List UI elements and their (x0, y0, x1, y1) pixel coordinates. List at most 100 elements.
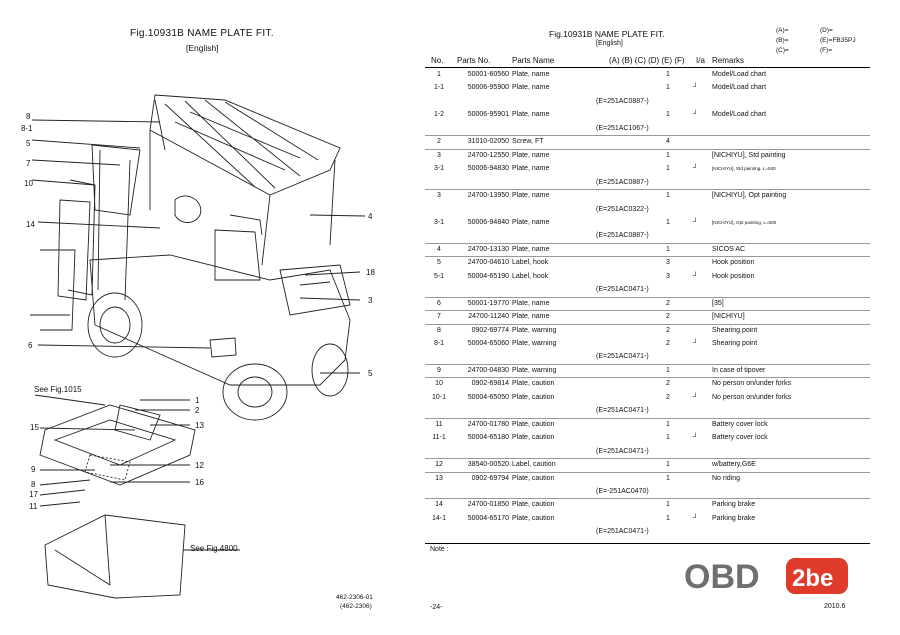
callout-number: 17 (29, 490, 38, 499)
part-name: Plate, name (512, 192, 550, 200)
note-label: Note : (430, 546, 449, 553)
callout-number: 7 (26, 159, 31, 168)
quantity: 1 (666, 474, 670, 482)
column-header-remarks: Remarks (712, 56, 745, 65)
item-number: 11 (435, 420, 443, 428)
remarks: [NICHIYU], Std painting (712, 151, 786, 159)
part-number: 31010-02050 (467, 138, 509, 146)
part-name: Plate, caution (512, 501, 555, 509)
serial-range: (E=-251AC0470) (596, 487, 649, 495)
serial-range-row: (E=251AC0471-) (425, 445, 870, 458)
quantity: 1 (666, 151, 670, 159)
row-divider (425, 256, 870, 258)
row-divider (425, 135, 870, 137)
serial-range: (E=251AC0887-) (596, 178, 649, 186)
row-divider (425, 498, 870, 500)
figure-code-ref: (462-2306) (340, 603, 372, 610)
row-divider (425, 296, 870, 298)
item-number: 14 (435, 501, 443, 509)
callout-number: 18 (366, 268, 375, 277)
remarks: Model/Load chart (712, 71, 767, 78)
part-name: Plate, caution (512, 380, 555, 388)
interchange-mark: ┘ (693, 165, 698, 173)
part-number: 50004-65060 (467, 340, 509, 347)
part-number: 50001-19770 (467, 299, 509, 307)
callout-number: 6 (28, 341, 33, 350)
row-divider (425, 377, 870, 379)
row-divider (425, 458, 870, 460)
quantity: 1 (666, 434, 670, 442)
callout-number: 8 (31, 480, 36, 489)
left-figure-subtitle: [English] (186, 43, 219, 53)
quantity: 1 (666, 245, 670, 253)
interchange-mark: ┘ (693, 111, 698, 119)
column-header-ia: I/a (696, 56, 705, 65)
right-figure-subtitle: [English] (596, 40, 623, 47)
column-header-models: (A) (B) (C) (D) (E) (F) (609, 56, 685, 65)
serial-range: (E=251AC1067-) (596, 124, 649, 132)
part-number: 24700-04830 (467, 366, 509, 374)
part-name: Plate, caution (512, 514, 555, 522)
interchange-mark: ┘ (693, 434, 698, 442)
quantity: 1 (666, 501, 670, 509)
remarks: [NICHIYU], Std painting, L=500 (712, 166, 776, 172)
serial-range-row: (E=251AC0471-) (425, 283, 870, 296)
item-number: 5 (437, 259, 441, 267)
serial-range-row: (E=251AC0471-) (425, 404, 870, 417)
part-name: Plate, name (512, 111, 550, 119)
part-number: 24700-13950 (467, 192, 509, 200)
remarks: w/battery,G6E (712, 461, 756, 469)
part-number: 50004-65180 (467, 434, 509, 442)
callout-number: 2 (195, 406, 200, 415)
callout-number: 8 (26, 112, 31, 121)
part-number: 38540-00520 (467, 461, 509, 469)
item-number: 9 (437, 366, 441, 374)
part-number: 50001-60560 (467, 71, 509, 78)
row-divider (425, 323, 870, 325)
interchange-mark: ┘ (693, 393, 698, 401)
callout-number: 3 (368, 296, 373, 305)
remarks: Hook position (712, 259, 755, 267)
quantity: 2 (666, 299, 670, 307)
part-name: Plate, caution (512, 434, 555, 442)
right-figure-title: Fig.10931B NAME PLATE FIT. (549, 29, 665, 39)
interchange-mark: ┘ (693, 218, 698, 226)
remarks: Parking brake (712, 501, 756, 509)
part-name: Plate, caution (512, 420, 555, 428)
part-name: Screw, FT (512, 138, 544, 146)
remarks: [NICHIYU] (712, 313, 745, 321)
part-name: Plate, name (512, 245, 550, 253)
serial-range-row: (E=251AC0887-) (425, 176, 870, 189)
remarks: SICOS AC (712, 245, 746, 253)
watermark-text-b: 2be (792, 565, 833, 592)
item-number: 14-1 (431, 514, 446, 522)
page-number: -24- (430, 604, 443, 611)
item-number: 10-1 (431, 393, 446, 401)
part-name: Label, hook (512, 259, 549, 267)
part-number: 50006-95900 (467, 84, 509, 92)
part-name: Plate, name (512, 313, 550, 321)
part-number: 50006-95901 (467, 111, 509, 119)
see-fig-4800-label: See Fig.4800 (190, 544, 238, 553)
item-number: 8-1 (433, 340, 445, 347)
part-name: Plate, name (512, 71, 550, 78)
callout-number: 5 (26, 139, 31, 148)
quantity: 1 (666, 218, 670, 226)
part-name: Plate, caution (512, 393, 555, 401)
watermark-badge (786, 558, 848, 594)
callout-number: 4 (368, 212, 373, 221)
remarks: Shearing point (712, 326, 758, 334)
callout-number: 16 (195, 478, 204, 487)
callout-number: 10 (24, 179, 33, 188)
part-name: Plate, caution (512, 474, 555, 482)
remarks: In case of tipover (712, 366, 766, 374)
item-number: 8 (437, 326, 441, 334)
item-number: 7 (437, 313, 441, 321)
callout-number: 14 (26, 220, 35, 229)
row-divider (425, 148, 870, 150)
